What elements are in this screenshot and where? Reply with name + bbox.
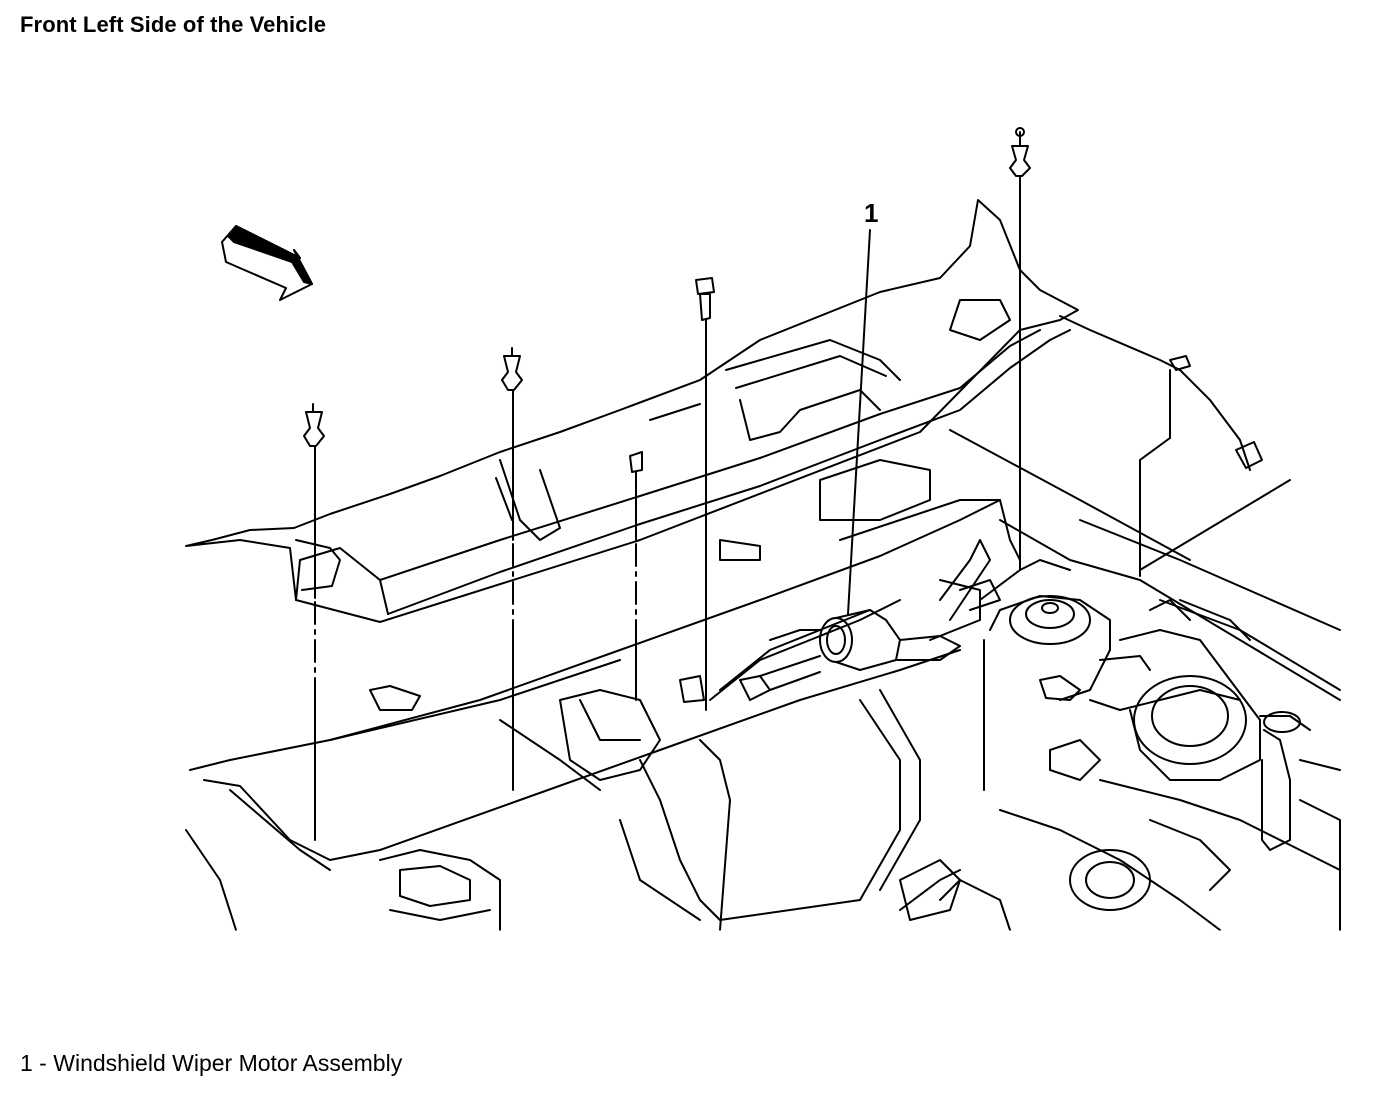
legend-item-1: 1 - Windshield Wiper Motor Assembly [20,1050,402,1077]
fastener-push-pin-2 [501,347,523,791]
legend-item-number: 1 [20,1050,33,1076]
fastener-leader-6 [1139,369,1171,577]
right-side-components [899,429,1341,931]
legend-item-separator: - [32,1050,54,1076]
lower-cowl-structure [185,459,1021,931]
legend: 1 - Windshield Wiper Motor Assembly [20,1050,402,1077]
fastener-screw-3 [629,451,643,701]
cowl-panel-outline [185,199,1341,701]
front-direction-arrow-icon [221,225,313,301]
callout-1: 1 [847,198,878,615]
fastener-push-pin-1 [303,403,325,841]
callout-number-1: 1 [864,198,878,228]
page-title: Front Left Side of the Vehicle [20,12,327,37]
fastener-bolt-4 [695,277,715,711]
callout-1-leader-line [847,229,871,615]
fastener-push-pin-5 [1009,127,1031,571]
wiper-motor-assembly [739,539,1001,701]
legend-item-label: Windshield Wiper Motor Assembly [53,1050,403,1076]
